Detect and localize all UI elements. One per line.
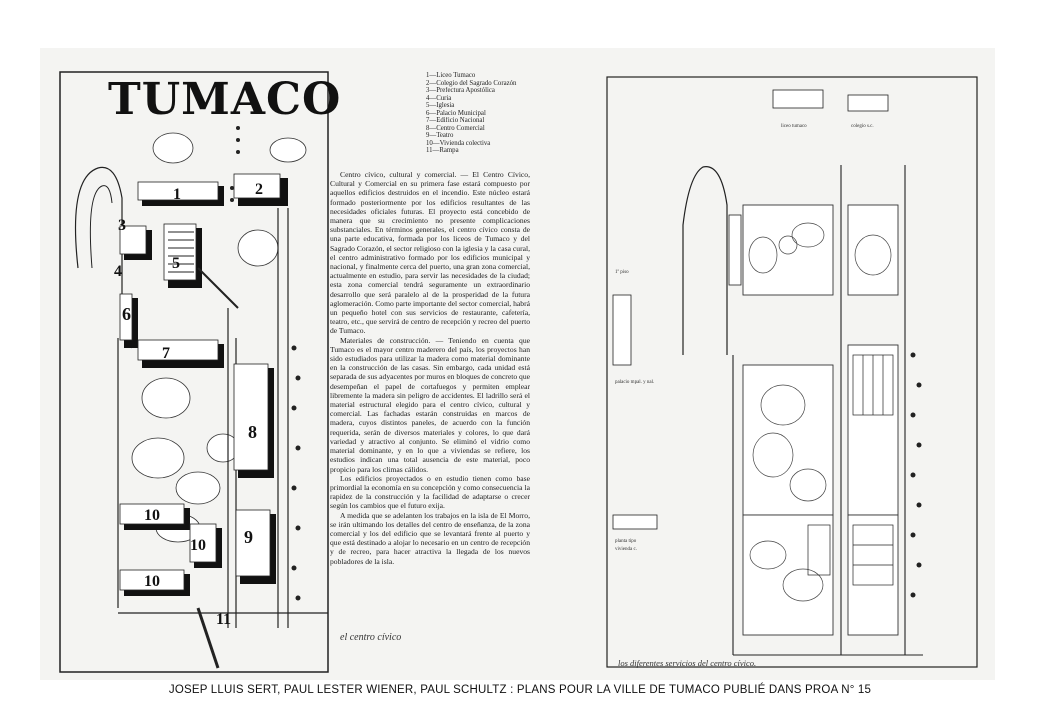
right-caption: los diferentes servicios del centro cívi… bbox=[618, 658, 757, 668]
left-caption: el centro cívico bbox=[340, 632, 402, 643]
legend-item: 8—Centro Comercial bbox=[426, 124, 485, 132]
plan-number-5: 5 bbox=[172, 255, 180, 272]
plan-legend: 1—Liceo Tumaco 2—Colegio del Sagrado Cor… bbox=[426, 72, 536, 155]
plan-number-10a: 10 bbox=[144, 507, 160, 524]
plan-number-3: 3 bbox=[118, 217, 126, 234]
legend-item: 5—Iglesia bbox=[426, 102, 455, 109]
label-planta-tipo: planta tipo bbox=[615, 539, 637, 544]
legend-item: 10—Vivienda colectiva bbox=[426, 139, 491, 147]
article-body: Centro cívico, cultural y comercial. — E… bbox=[330, 170, 530, 566]
label-liceo: liceo tumaco bbox=[781, 124, 807, 129]
plan-number-4: 4 bbox=[114, 263, 122, 280]
page-title: TUMACO bbox=[108, 74, 342, 125]
plan-number-11: 11 bbox=[216, 611, 231, 628]
paragraph: Centro cívico, cultural y comercial. — E… bbox=[330, 170, 530, 336]
label-palacio: palacio mpal. y nal. bbox=[615, 380, 654, 385]
paragraph: Materiales de construcción. — Teniendo e… bbox=[330, 335, 530, 474]
plan-number-10c: 10 bbox=[144, 573, 160, 590]
legend-item: 4—Curia bbox=[426, 94, 452, 102]
label-primer-piso: 1º piso bbox=[615, 269, 629, 275]
label-vivienda: vivienda c. bbox=[615, 547, 637, 552]
legend-item: 2—Colegio del Sagrado Corazón bbox=[426, 79, 517, 87]
legend-item: 9—Teatro bbox=[426, 132, 454, 139]
paragraph: A medida que se adelanten los trabajos e… bbox=[330, 510, 530, 566]
plan-number-7: 7 bbox=[162, 345, 170, 362]
plan-number-10b: 10 bbox=[190, 537, 206, 554]
legend-item: 6—Palacio Municipal bbox=[426, 109, 486, 117]
legend-item: 1—Liceo Tumaco bbox=[426, 72, 476, 79]
plan-number-9: 9 bbox=[244, 527, 253, 547]
services-floor-plans: liceo tumaco colegio s.c. 1º piso palaci… bbox=[606, 76, 978, 668]
plan-number-8: 8 bbox=[248, 422, 257, 442]
footer-caption: JOSEP LLUIS SERT, PAUL LESTER WIENER, PA… bbox=[168, 684, 872, 696]
plan-number-1: 1 bbox=[173, 186, 181, 203]
label-colegio: colegio s.c. bbox=[851, 124, 874, 129]
plan-number-6: 6 bbox=[122, 304, 131, 324]
legend-item: 7—Edificio Nacional bbox=[426, 117, 485, 124]
paragraph: Los edificios proyectados o en estudio t… bbox=[330, 473, 530, 511]
legend-item: 3—Prefectura Apostólica bbox=[426, 87, 495, 94]
plan-number-2: 2 bbox=[255, 181, 263, 198]
legend-item: 11—Rampa bbox=[426, 147, 459, 154]
civic-center-site-plan: 1 2 3 4 5 6 7 8 9 10 10 10 11 bbox=[59, 71, 329, 673]
